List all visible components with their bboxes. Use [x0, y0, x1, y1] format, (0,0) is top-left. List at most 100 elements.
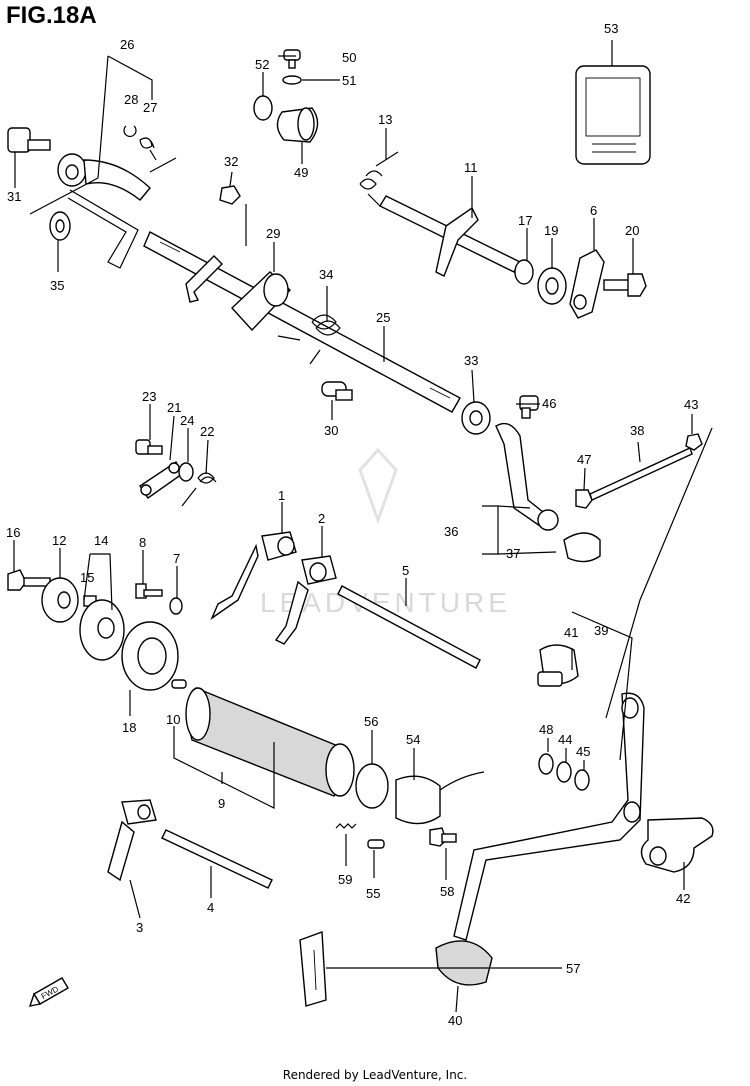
callout-26: 26 [120, 37, 134, 52]
callout-37: 37 [506, 546, 520, 561]
callout-19: 19 [544, 223, 558, 238]
part-26-arm [57, 153, 151, 269]
part-52-oring [253, 95, 273, 121]
part-55-pin [367, 839, 385, 849]
callout-5: 5 [402, 563, 409, 578]
part-50-bolt [283, 49, 301, 69]
part-31-bolt [7, 127, 51, 153]
callout-11: 11 [464, 160, 478, 175]
part-22-spring [181, 472, 217, 507]
part-17-washer [514, 259, 534, 285]
callout-38: 38 [630, 423, 644, 438]
part-34-spring [277, 314, 341, 365]
part-19-bearing [537, 267, 567, 305]
callout-45: 45 [576, 744, 590, 759]
footer-credit: Rendered by LeadVenture, Inc. [282, 1068, 468, 1082]
part-16-bolt [7, 569, 51, 591]
callout-43: 43 [684, 397, 698, 412]
callout-3: 3 [136, 920, 143, 935]
callout-33: 33 [464, 353, 478, 368]
part-44-washer [556, 761, 572, 783]
callout-44: 44 [558, 732, 572, 747]
part-43-nut [685, 433, 703, 451]
callout-17: 17 [518, 213, 532, 228]
callout-1: 1 [278, 488, 285, 503]
callout-25: 25 [376, 310, 390, 325]
part-58-bolt [429, 827, 457, 847]
callout-20: 20 [625, 223, 639, 238]
callout-22: 22 [200, 424, 214, 439]
part-10-pin [171, 679, 187, 689]
callout-10: 10 [166, 712, 180, 727]
callout-24: 24 [180, 413, 194, 428]
part-33-bearing [461, 401, 491, 435]
callout-53: 53 [604, 21, 618, 36]
part-4-shaft [161, 829, 273, 889]
callout-31: 31 [7, 189, 21, 204]
callout-55: 55 [366, 886, 380, 901]
part-48-clip [538, 753, 554, 775]
callouts: 1 2 3 4 5 6 7 8 9 10 11 12 13 14 15 16 1… [6, 21, 698, 1028]
part-13-spring [359, 151, 399, 207]
callout-28: 28 [124, 92, 138, 107]
callout-8: 8 [139, 535, 146, 550]
figure-title: FIG.18A [6, 2, 97, 29]
callout-49: 49 [294, 165, 308, 180]
part-12-plate [41, 577, 79, 623]
callout-15: 15 [80, 570, 94, 585]
part-41-pivot [537, 644, 579, 687]
callout-35: 35 [50, 278, 64, 293]
callout-27: 27 [143, 100, 157, 115]
callout-16: 16 [6, 525, 20, 540]
part-29-lever [185, 255, 292, 332]
part-53-label [575, 65, 651, 165]
part-40-rubber [435, 940, 493, 986]
callout-47: 47 [577, 452, 591, 467]
part-18-bearing [121, 621, 179, 691]
callout-23: 23 [142, 389, 156, 404]
part-45-clip [574, 769, 590, 791]
part-1-fork [210, 531, 297, 620]
part-5-shaft [337, 585, 481, 669]
part-59-spring [335, 823, 357, 829]
callout-50: 50 [342, 50, 356, 65]
part-28-clip [123, 125, 137, 137]
callout-58: 58 [440, 884, 454, 899]
part-51-washer [282, 75, 302, 85]
callout-40: 40 [448, 1013, 462, 1028]
part-2-fork [274, 555, 337, 645]
callout-48: 48 [539, 722, 553, 737]
callout-2: 2 [318, 511, 325, 526]
callout-12: 12 [52, 533, 66, 548]
callout-41: 41 [564, 625, 578, 640]
part-37-boot [563, 532, 601, 563]
part-30-pin [321, 381, 353, 401]
callout-7: 7 [173, 551, 180, 566]
callout-13: 13 [378, 112, 392, 127]
part-32-nut [219, 185, 241, 205]
part-56-oring [355, 763, 389, 809]
callout-30: 30 [324, 423, 338, 438]
part-25-shaft [143, 231, 461, 413]
part-14-cam [79, 599, 125, 661]
callout-42: 42 [676, 891, 690, 906]
callout-54: 54 [406, 732, 420, 747]
part-7-washer [169, 597, 183, 615]
callout-14: 14 [94, 533, 108, 548]
part-46-bolt [519, 395, 539, 419]
callout-51: 51 [342, 73, 356, 88]
callout-59: 59 [338, 872, 352, 887]
part-3-fork [107, 799, 157, 882]
part-42-bracket [640, 817, 714, 873]
part-11-shaft [379, 195, 521, 277]
callout-9: 9 [218, 796, 225, 811]
callout-34: 34 [319, 267, 333, 282]
part-9-drum [185, 687, 355, 797]
callout-56: 56 [364, 714, 378, 729]
part-23-bolt [135, 439, 163, 455]
callout-32: 32 [224, 154, 238, 169]
callout-46: 46 [542, 396, 556, 411]
callout-39: 39 [594, 623, 608, 638]
callout-52: 52 [255, 57, 269, 72]
